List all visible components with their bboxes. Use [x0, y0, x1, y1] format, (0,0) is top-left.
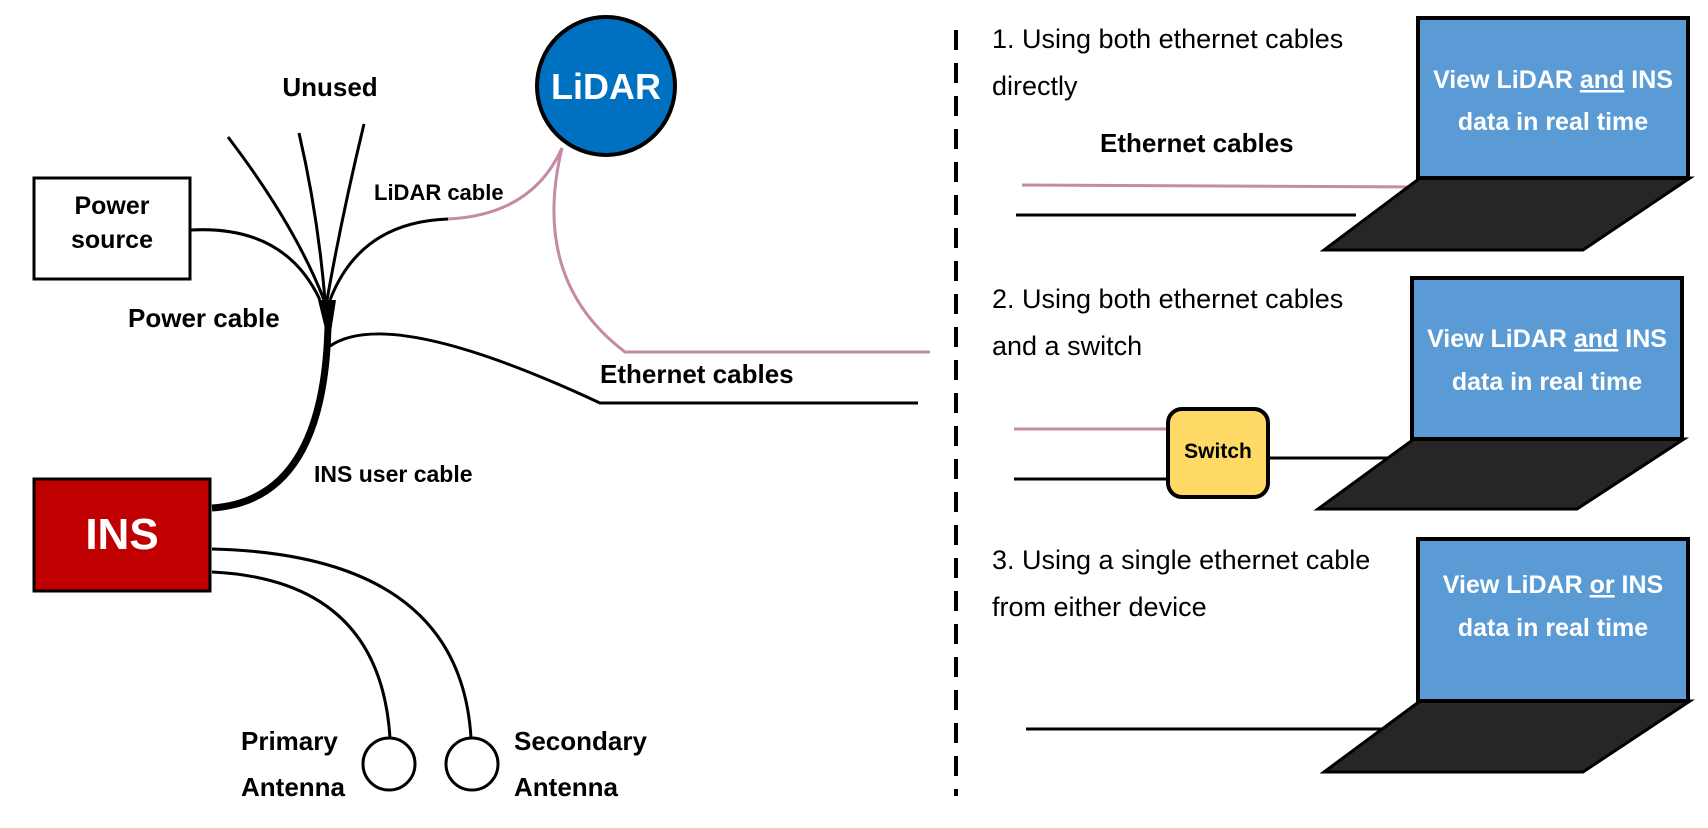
ins-user-cable-label: INS user cable: [314, 461, 473, 487]
lidar-pink-cables: [447, 147, 930, 354]
primary-antenna-icon: [361, 736, 417, 792]
option-3: 3. Using a single ethernet cable from ei…: [992, 537, 1695, 774]
option-3-title-line2: from either device: [992, 592, 1207, 622]
ins-box: [32, 477, 212, 593]
option-1-title-line1: 1. Using both ethernet cables: [992, 24, 1343, 54]
switch-box: [1166, 407, 1270, 499]
antenna-cables: [211, 547, 473, 739]
option-2-screen: [1410, 276, 1684, 441]
power-cable: [190, 228, 322, 301]
secondary-antenna-icon: [444, 736, 500, 792]
option-1-laptop-icon: [1319, 16, 1695, 252]
option-1-pink-cable: [1021, 183, 1421, 189]
primary-antenna-label-line2: Antenna: [241, 772, 346, 802]
option-2-screen-line2: data in real time: [1452, 368, 1642, 396]
option-3-laptop-icon: [1319, 537, 1695, 774]
lidar-icon: [535, 15, 677, 157]
unused-label: Unused: [282, 72, 377, 102]
option-3-title-line1: 3. Using a single ethernet cable: [992, 545, 1370, 575]
option-2-laptop-icon: [1313, 276, 1690, 511]
power-source-label-line1: Power: [74, 192, 149, 220]
option-2-screen-line1: View LiDAR and INS: [1427, 325, 1667, 353]
ins-user-cable: [211, 299, 332, 512]
option-2-title-line1: 2. Using both ethernet cables: [992, 284, 1343, 314]
option-3-screen-line1: View LiDAR or INS: [1443, 571, 1663, 599]
unused-wires: [226, 123, 366, 301]
lidar-cable-label: LiDAR cable: [374, 180, 504, 205]
option-1-cables-label: Ethernet cables: [1100, 128, 1294, 158]
lidar-label: LiDAR: [551, 66, 661, 107]
secondary-antenna-label-line1: Secondary: [514, 726, 647, 756]
power-cable-label: Power cable: [128, 303, 280, 333]
ethernet-cable-black: [329, 332, 918, 405]
option-1: 1. Using both ethernet cables directly E…: [992, 16, 1695, 252]
ins-label: INS: [85, 510, 158, 559]
option-1-screen-emphasis: and: [1580, 66, 1624, 94]
option-2-screen-emphasis: and: [1574, 325, 1618, 353]
primary-antenna-label-line1: Primary: [241, 726, 338, 756]
option-2: 2. Using both ethernet cables and a swit…: [992, 276, 1690, 511]
power-source-label-line2: source: [71, 226, 153, 254]
power-source-box: [32, 176, 192, 281]
secondary-antenna-label-line2: Antenna: [514, 772, 619, 802]
option-1-screen-line1: View LiDAR and INS: [1433, 66, 1673, 94]
ethernet-cables-label: Ethernet cables: [600, 359, 794, 389]
lidar-cable: [328, 217, 449, 301]
option-1-screen-line2: data in real time: [1458, 108, 1648, 136]
option-3-screen-line2: data in real time: [1458, 614, 1648, 642]
option-3-screen: [1416, 537, 1690, 703]
option-1-title-line2: directly: [992, 71, 1078, 101]
ins-user-cable-taper: [318, 300, 336, 345]
option-3-screen-emphasis: or: [1590, 571, 1615, 599]
option-1-screen: [1416, 16, 1690, 180]
option-2-title-line2: and a switch: [992, 331, 1142, 361]
switch-label: Switch: [1184, 440, 1252, 463]
